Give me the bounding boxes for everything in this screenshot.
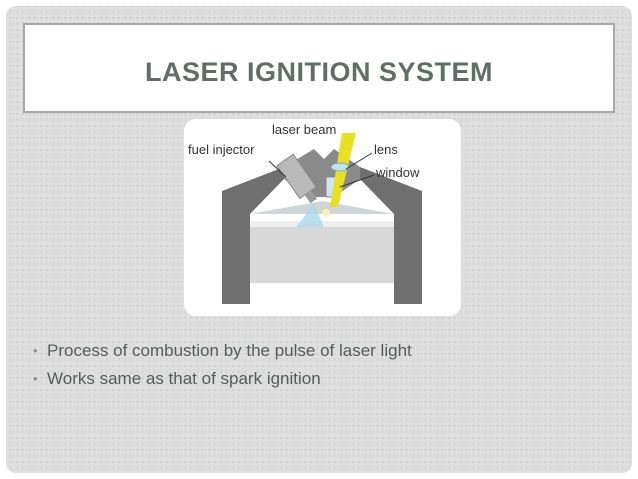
cylinder-wall-left (222, 214, 250, 304)
piston (250, 221, 394, 283)
bullet-dot-icon: • (33, 371, 38, 386)
engine-cross-section: laser beam fuel injector lens window (188, 122, 422, 304)
bullet-text: Process of combustion by the pulse of la… (47, 341, 412, 360)
bullet-text: Works same as that of spark ignition (47, 369, 321, 388)
slide-title: LASER IGNITION SYSTEM (144, 57, 494, 87)
cylinder-head-left (222, 167, 284, 214)
leader-window (339, 174, 375, 188)
ignition-point (322, 209, 330, 217)
laser-ignition-diagram: laser beam fuel injector lens window (184, 119, 461, 316)
fuel-spray (296, 204, 324, 227)
leader-lens (345, 152, 373, 170)
bullet-dot-icon: • (33, 343, 38, 358)
label-laser-beam: laser beam (272, 122, 336, 137)
cylinder-head-right (360, 167, 422, 214)
bullet-list: • Process of combustion by the pulse of l… (33, 337, 412, 393)
leader-fuel-injector (268, 160, 287, 178)
label-lens: lens (374, 142, 398, 157)
title-box: LASER IGNITION SYSTEM (23, 23, 615, 113)
label-window: window (375, 165, 420, 180)
label-fuel-injector: fuel injector (188, 142, 255, 157)
cylinder-wall-right (394, 214, 422, 304)
fuel-injector (276, 153, 318, 204)
lens-optic (330, 162, 350, 172)
bullet-item: • Works same as that of spark ignition (33, 365, 412, 393)
bullet-item: • Process of combustion by the pulse of l… (33, 337, 412, 365)
slide: LASER IGNITION SYSTEM (6, 6, 632, 473)
combustion-chamber (250, 201, 394, 214)
